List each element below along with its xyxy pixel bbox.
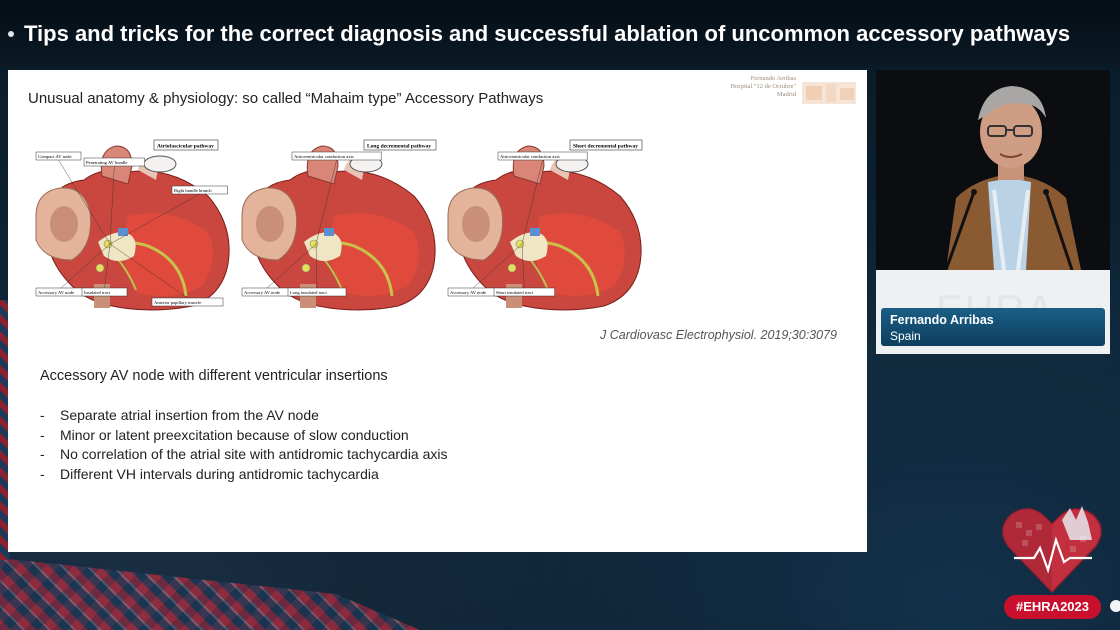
svg-text:Atrioventricular conduction ax: Atrioventricular conduction axis [500, 154, 560, 159]
speaker-name: Fernando Arribas [890, 313, 994, 327]
heart-logo-icon [1002, 506, 1102, 594]
bullet-item: -No correlation of the atrial site with … [40, 446, 448, 462]
svg-text:Accessory AV node: Accessory AV node [38, 290, 74, 295]
bullet-item: -Minor or latent preexcitation because o… [40, 426, 409, 443]
svg-text:Anterior papillary muscle: Anterior papillary muscle [154, 300, 201, 305]
presentation-slide: Unusual anatomy & physiology: so called … [8, 70, 867, 552]
title-bullet-icon [8, 31, 14, 37]
corner-decoration [1110, 600, 1120, 612]
slide-watermark: Fernando Arribas Hospital "12 de Octubre… [712, 75, 862, 109]
svg-text:Insulated tract: Insulated tract [84, 290, 111, 295]
heart-figure-short-decremental: Short decremental pathwayAtrioventricula… [447, 139, 643, 311]
svg-text:Short decremental pathway: Short decremental pathway [573, 144, 638, 150]
slide-heading: Unusual anatomy & physiology: so called … [28, 90, 544, 107]
hospital-logo-icon [802, 82, 856, 104]
svg-text:Compact AV node: Compact AV node [38, 154, 72, 159]
svg-text:Accessory AV node: Accessory AV node [450, 290, 486, 295]
speaker-image [876, 70, 1110, 270]
session-title: Tips and tricks for the correct diagnosi… [24, 21, 1071, 46]
background-mosaic-side [0, 300, 10, 560]
svg-text:Long insulated tract: Long insulated tract [290, 290, 327, 295]
bullet-list: -Separate atrial insertion from the AV n… [40, 406, 448, 484]
hashtag-badge: #EHRA2023 [1004, 595, 1101, 619]
speaker-country: Spain [890, 329, 921, 343]
heart-figure-long-decremental: Long decremental pathwayAtrioventricular… [241, 139, 437, 311]
svg-text:Short insulated tract: Short insulated tract [496, 290, 534, 295]
svg-text:Accessory AV node: Accessory AV node [244, 290, 280, 295]
svg-text:Long decremental pathway: Long decremental pathway [367, 144, 431, 150]
svg-text:Right bundle branch: Right bundle branch [174, 188, 212, 193]
svg-text:Penetrating AV bundle: Penetrating AV bundle [86, 160, 127, 165]
citation: J Cardiovasc Electrophysiol. 2019;30:307… [600, 328, 837, 342]
svg-text:Atrioventricular conduction ax: Atrioventricular conduction axis [294, 154, 354, 159]
speaker-lower-third: Fernando Arribas Spain [881, 308, 1105, 346]
svg-text:Atriofascicular pathway: Atriofascicular pathway [157, 144, 214, 150]
bullet-item: -Separate atrial insertion from the AV n… [40, 407, 319, 423]
title-bar: Tips and tricks for the correct diagnosi… [0, 0, 1120, 68]
watermark-text: Fernando Arribas Hospital "12 de Octubre… [730, 75, 796, 98]
slide-subheading: Accessory AV node with different ventric… [40, 368, 388, 384]
bullet-item: -Different VH intervals during antidromi… [40, 465, 379, 482]
